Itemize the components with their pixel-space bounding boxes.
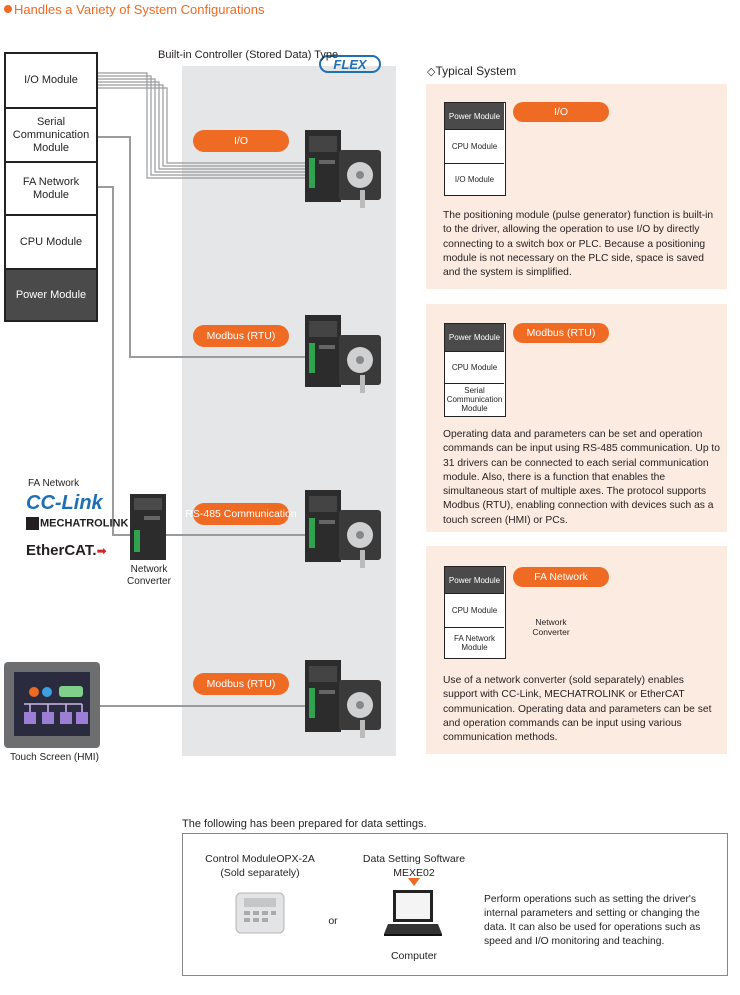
- io-cable-bundle: [98, 72, 310, 179]
- data-settings-box: [182, 833, 728, 976]
- mechatrolink-mark-icon: [26, 517, 39, 530]
- controller-title: Built-in Controller (Stored Data) Type: [158, 49, 339, 61]
- panel3-fa-network-module: FA Network Module: [454, 633, 495, 652]
- driver-motor-3: [305, 490, 381, 568]
- panel2-plc: Power Module CPU Module Serial Communica…: [444, 323, 506, 417]
- diamond-icon: ◇: [427, 66, 436, 78]
- data-settings-title: The following has been prepared for data…: [182, 818, 427, 830]
- bullet-icon: [4, 5, 12, 13]
- mechatrolink-logo: MECHATROLINK: [26, 517, 128, 530]
- cc-link-logo: CC-Link: [26, 492, 103, 514]
- panel3-description: Use of a network converter (sold separat…: [443, 675, 712, 744]
- rs485-pill: RS-485 Communication: [185, 503, 297, 525]
- driver-motor-1: [305, 130, 381, 208]
- ethercat-logo: EtherCAT.➡: [26, 542, 107, 559]
- typical-panel-io: Power Module CPU Module I/O Module I/O T…: [426, 84, 727, 289]
- data-settings-description: Perform operations such as setting the d…: [484, 894, 701, 947]
- panel3-cpu-module: CPU Module: [445, 594, 504, 628]
- serial-cable: [98, 136, 310, 358]
- panel1-io-module: I/O Module: [454, 174, 495, 184]
- panel2-cpu-module: CPU Module: [445, 352, 504, 384]
- ethercat-arrow-icon: ➡: [96, 544, 107, 558]
- fa-network-cable: [98, 186, 130, 536]
- touch-screen-label: Touch Screen (HMI): [10, 752, 99, 763]
- network-converter-label: Network Converter: [127, 564, 171, 587]
- fa-network-module: FA Network Module: [6, 163, 96, 216]
- plc-stack: I/O Module Serial Communication Module F…: [4, 52, 98, 322]
- mechatrolink-text: MECHATROLINK: [40, 517, 129, 530]
- panel2-description: Operating data and parameters can be set…: [443, 429, 721, 526]
- modbus-pill-2: Modbus (RTU): [193, 673, 289, 695]
- panel1-description: The positioning module (pulse generator)…: [443, 210, 714, 279]
- control-module-note: (Sold separately): [220, 867, 300, 879]
- section-title: Handles a Variety of System Configuratio…: [14, 2, 265, 17]
- driver-motor-4: [305, 660, 381, 738]
- software-arrow-icon: [408, 878, 420, 886]
- ethercat-text: EtherCAT.: [26, 542, 97, 559]
- touch-screen-device: [4, 662, 100, 748]
- panel3-power-module: Power Module: [445, 567, 504, 594]
- panel2-pill: Modbus (RTU): [513, 323, 609, 343]
- modbus-pill-1: Modbus (RTU): [193, 325, 289, 347]
- panel1-cpu-module: CPU Module: [445, 130, 504, 164]
- section-header: Handles a Variety of System Configuratio…: [4, 2, 265, 17]
- network-converter-device: [130, 494, 166, 560]
- software-name: MEXE02: [393, 867, 435, 879]
- control-module-label: Control ModuleOPX-2A: [205, 853, 315, 865]
- flex-logo: FLEX: [319, 55, 381, 73]
- opx2a-device: [235, 892, 285, 934]
- power-module: Power Module: [6, 270, 96, 320]
- flex-logo-text: FLEX: [333, 57, 368, 72]
- panel2-power-module: Power Module: [445, 324, 504, 352]
- panel3-plc: Power Module CPU Module FA Network Modul…: [444, 566, 506, 659]
- panel1-pill: I/O: [513, 102, 609, 122]
- panel1-plc: Power Module CPU Module I/O Module: [444, 102, 506, 196]
- computer-device: [384, 890, 442, 936]
- typical-system-title: ◇Typical System: [427, 64, 517, 78]
- serial-communication-module: Serial Communication Module: [6, 109, 96, 163]
- computer-label: Computer: [390, 950, 438, 962]
- software-label: Data Setting Software: [362, 853, 466, 865]
- panel1-power-module: Power Module: [445, 103, 504, 130]
- or-label: or: [328, 915, 338, 927]
- panel2-serial-module: Serial Communication Module: [446, 386, 503, 413]
- cpu-module: CPU Module: [6, 216, 96, 270]
- typical-panel-fa-network: Power Module CPU Module FA Network Modul…: [426, 546, 727, 754]
- panel3-converter-label: Network Converter: [532, 617, 570, 637]
- fa-network-label: FA Network: [28, 478, 80, 489]
- typical-panel-modbus: Power Module CPU Module Serial Communica…: [426, 304, 727, 532]
- panel3-pill: FA Network: [513, 567, 609, 587]
- io-module: I/O Module: [6, 54, 96, 109]
- driver-motor-2: [305, 315, 381, 393]
- io-pill: I/O: [193, 130, 289, 152]
